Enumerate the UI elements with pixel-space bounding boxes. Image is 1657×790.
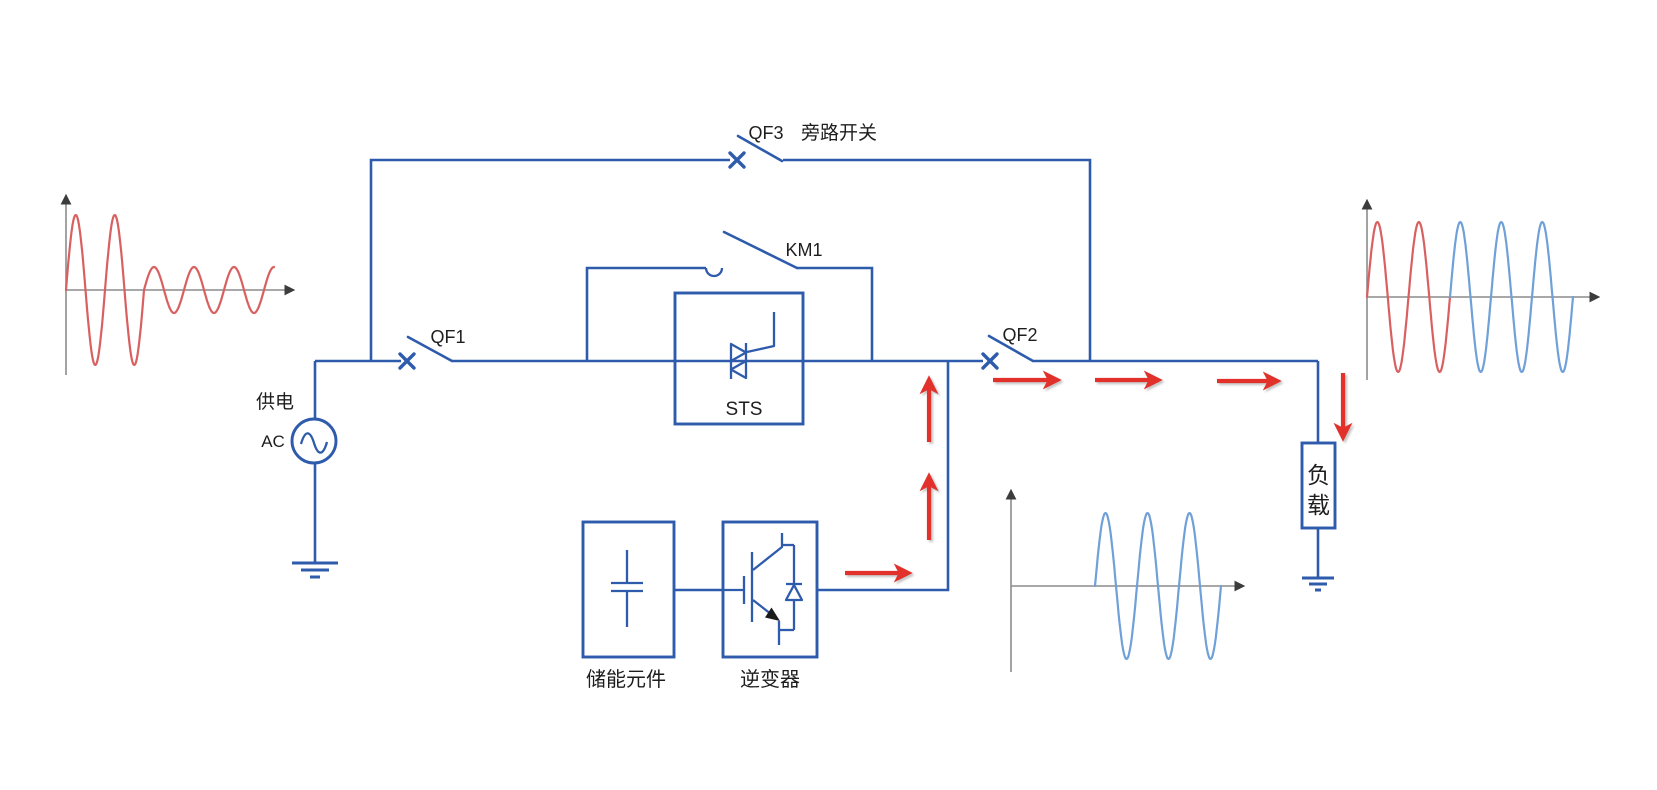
igbt-icon — [723, 533, 804, 645]
power-flow-arrows — [845, 370, 1353, 583]
km1-contact-icon — [704, 267, 724, 278]
load_wave-segment-0 — [1365, 220, 1452, 374]
load-ground-icon — [1302, 576, 1334, 592]
inverter_wave-segment-0 — [1093, 511, 1223, 661]
storage-box — [581, 520, 676, 659]
input-voltage-waveform-chart — [60, 193, 296, 375]
triac-icon — [729, 312, 776, 380]
qf3-x-mark-icon — [728, 151, 746, 169]
sts-label: STS — [726, 399, 763, 420]
inverter-output-waveform-chart — [1005, 488, 1246, 672]
capacitor-icon — [611, 550, 643, 627]
sine-glyph-icon — [299, 432, 329, 454]
qf2-breaker — [981, 334, 1035, 370]
triac-gate — [746, 312, 776, 354]
igbt-emitter-arrowhead-icon — [765, 607, 780, 621]
bypass-wire-right — [783, 158, 1092, 361]
triac-lower-triangle — [729, 359, 748, 380]
qf1-label: QF1 — [430, 327, 465, 347]
storage-label: 储能元件 — [586, 668, 666, 691]
load-branch: 负 载 — [1300, 361, 1337, 592]
bypass-branch: QF3 旁路开关 — [369, 122, 1092, 361]
bypass-switch-label: 旁路开关 — [801, 122, 877, 144]
energy-storage: 储能元件 — [581, 520, 676, 691]
qf3-breaker — [728, 134, 784, 169]
bypass-wire-left — [369, 158, 730, 361]
diode-triangle — [784, 583, 804, 602]
qf3-switch-arm-icon — [736, 134, 784, 163]
km1-wire-right — [797, 266, 874, 361]
inverter-label: 逆变器 — [740, 668, 800, 691]
qf2-label: QF2 — [1002, 325, 1037, 345]
qf1-switch-arm-icon — [406, 335, 454, 363]
sts-static-switch: STS — [673, 291, 805, 426]
ac-source: 供电 AC — [256, 361, 338, 579]
supply-label: 供电 — [256, 391, 294, 413]
qf2-switch-arm-icon — [987, 334, 1035, 363]
km1-label: KM1 — [785, 240, 822, 260]
km1-wire-left — [585, 266, 706, 361]
load_wave-segment-1 — [1448, 220, 1575, 374]
input_wave-segment-0 — [64, 213, 146, 367]
sts-box — [673, 291, 805, 426]
input_wave-segment-1 — [142, 265, 276, 315]
load-voltage-waveform-chart — [1361, 198, 1601, 380]
km1-branch: KM1 — [585, 230, 874, 361]
km1-switch-arm-icon — [722, 230, 799, 270]
qf1-breaker — [398, 335, 454, 370]
inverter: 逆变器 — [721, 520, 819, 691]
qf3-label: QF3 — [748, 123, 783, 143]
ac-label: AC — [261, 432, 285, 451]
qf1-x-mark-icon — [398, 352, 416, 370]
qf2-x-mark-icon — [981, 352, 999, 370]
load-label-char2: 载 — [1307, 493, 1330, 518]
inverter-output-wire — [817, 362, 950, 592]
triac-upper-triangle — [729, 342, 748, 363]
main-bus: QF1 QF2 — [315, 325, 1318, 370]
source-ground-icon — [292, 561, 338, 579]
load-label-char1: 负 — [1307, 463, 1330, 488]
igbt-collector — [752, 533, 784, 571]
